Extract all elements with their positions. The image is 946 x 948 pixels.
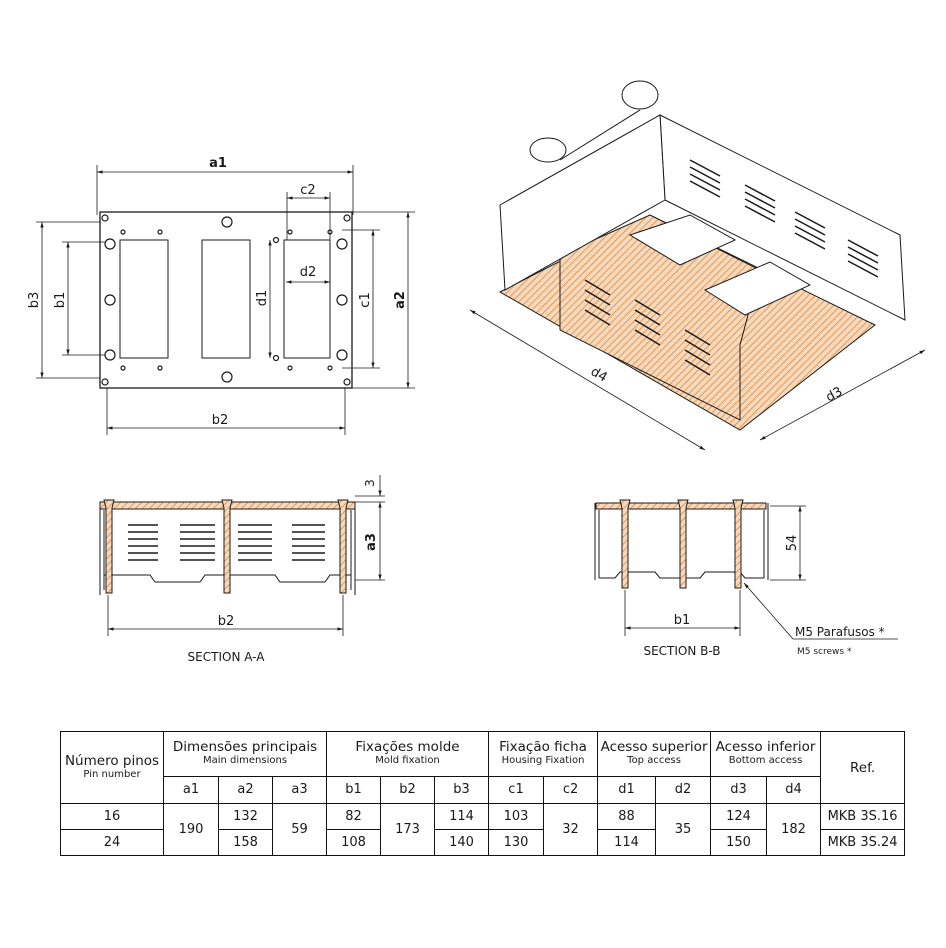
col-d4: d4	[766, 776, 822, 804]
col-b3: b3	[433, 776, 490, 804]
screw-holes	[101, 214, 351, 386]
section-b-title: SECTION B-B	[643, 644, 720, 658]
dim-a3: a3	[364, 533, 379, 551]
col-a2: a2	[218, 776, 273, 804]
cell-ref: MKB 3S.16	[820, 803, 906, 830]
screw-label-pt: M5 Parafusos *	[795, 625, 885, 639]
col-d1: d1	[597, 776, 657, 804]
window-3	[283, 239, 331, 359]
dim-b1: b1	[53, 292, 68, 309]
dim-b1-section: b1	[674, 613, 691, 628]
dim-b3: b3	[27, 292, 42, 309]
section-a-a	[99, 475, 385, 636]
column-header-row: a1 a2 a3 b1 b2 b3 c1 c2 d1 d2 d3 d4	[61, 776, 905, 804]
dim-b2-section: b2	[218, 614, 235, 629]
cell-d1: 114	[597, 829, 657, 856]
cell-ref: MKB 3S.24	[820, 829, 906, 856]
col-b2: b2	[380, 776, 435, 804]
cell-a2: 158	[218, 829, 273, 856]
technical-drawing: a1 c2 d2 a2 c1 b3 b1 d1 b2	[27, 80, 926, 664]
screws-b	[619, 499, 744, 589]
col-b1: b1	[326, 776, 381, 804]
header-ref: Ref.	[820, 731, 906, 804]
col-a3: a3	[272, 776, 327, 804]
cell-d4: 182	[766, 803, 822, 856]
window-1	[119, 239, 169, 359]
table-row: 24 158 108 140 130 114 150 MKB 3S.24	[60, 829, 906, 856]
dim-c2: c2	[300, 183, 315, 198]
screws	[103, 499, 349, 594]
top-view-labels: a1 c2 d2 a2 c1 b3 b1 d1 b2	[27, 156, 408, 428]
table-row: 16 190 132 59 82 173 114 103 32 88 35 12…	[60, 803, 906, 856]
cell-c1: 103	[488, 803, 545, 830]
connector-2	[703, 261, 812, 316]
section-b-b	[594, 499, 898, 640]
cell-b2: 173	[380, 803, 435, 856]
dim-a2: a2	[393, 291, 408, 309]
cell-a2: 132	[218, 803, 273, 830]
isometric-view	[469, 80, 926, 451]
left-wall	[499, 114, 666, 291]
dim-a1: a1	[209, 156, 227, 171]
connector-1	[628, 214, 737, 266]
section-a-title: SECTION A-A	[188, 650, 266, 664]
dim-3: 3	[363, 479, 377, 487]
dim-d4: d4	[588, 364, 610, 385]
vent-slots	[128, 524, 325, 561]
cell-b1: 82	[326, 803, 381, 830]
mounting-plate	[99, 211, 353, 389]
cell-d3: 124	[710, 803, 768, 830]
dim-d1: d1	[255, 290, 270, 307]
cell-c2: 32	[543, 803, 599, 856]
col-a1: a1	[163, 776, 219, 804]
col-d3: d3	[710, 776, 768, 804]
clips	[529, 80, 659, 163]
cell-a1: 190	[163, 803, 219, 856]
cell-a3: 59	[272, 803, 327, 856]
cell-d3: 150	[710, 829, 768, 856]
top-view	[36, 165, 415, 435]
cell-b3: 114	[433, 803, 490, 830]
cell-b1: 108	[326, 829, 381, 856]
screw-label-en: M5 screws *	[797, 647, 852, 657]
dim-b2-top: b2	[212, 413, 229, 428]
dim-c1: c1	[358, 292, 373, 307]
dim-d3: d3	[824, 384, 846, 405]
col-d2: d2	[655, 776, 712, 804]
cell-b3: 140	[433, 829, 490, 856]
cell-pins: 16	[60, 803, 164, 830]
dim-54: 54	[785, 535, 800, 552]
cell-pins: 24	[60, 829, 164, 856]
cell-d1: 88	[597, 803, 657, 830]
cell-c1: 130	[488, 829, 545, 856]
dim-d2: d2	[300, 265, 317, 280]
col-c1: c1	[488, 776, 545, 804]
window-2	[201, 239, 251, 359]
col-c2: c2	[543, 776, 599, 804]
cell-d2: 35	[655, 803, 712, 856]
